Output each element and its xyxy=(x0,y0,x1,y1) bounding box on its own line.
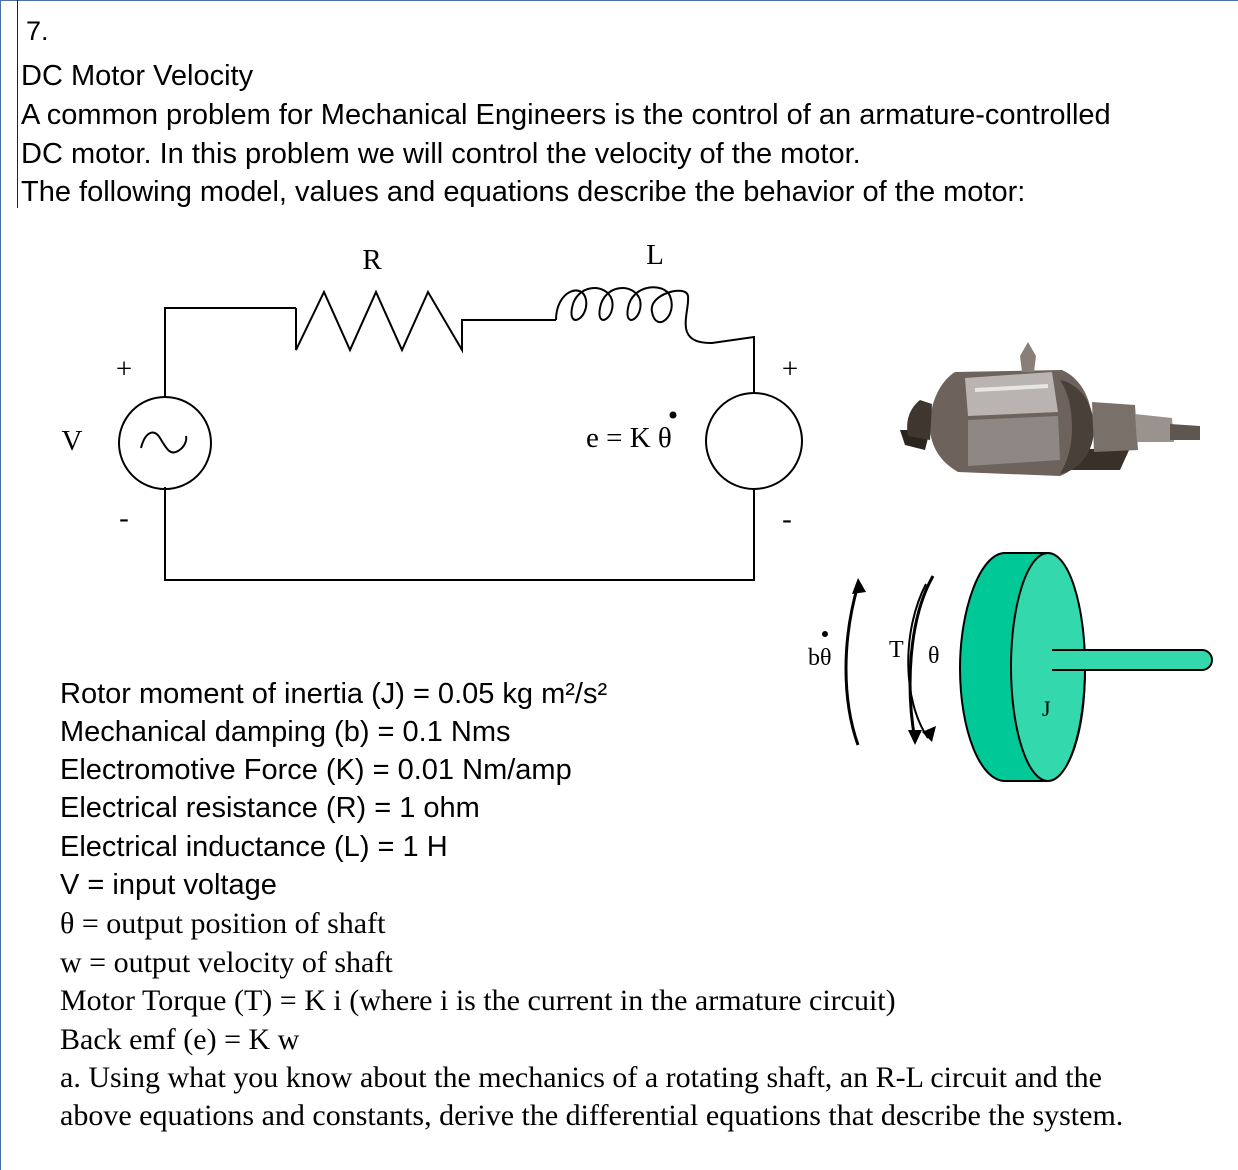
left-divider xyxy=(17,0,18,208)
question-number: 7. xyxy=(26,16,49,46)
param-damping: Mechanical damping (b) = 0.1 Nms xyxy=(60,716,511,748)
def-torque: Motor Torque (T) = K i (where i is the c… xyxy=(60,984,896,1017)
voltage-source xyxy=(118,396,212,490)
wire-top-left xyxy=(164,307,296,398)
motor-photo xyxy=(900,342,1200,476)
rotor-labels: bθ T θ J xyxy=(808,637,1051,721)
emf-theta-dot xyxy=(669,411,677,419)
rotor-diagram xyxy=(844,552,1213,782)
param-voltage: V = input voltage xyxy=(60,869,277,901)
circuit-diagram xyxy=(118,286,803,581)
motor-emf-circle xyxy=(705,392,803,490)
param-inductance: Electrical inductance (L) = 1 H xyxy=(60,831,448,863)
theta-label: θ xyxy=(928,643,940,669)
task-line-1: a. Using what you know about the mechani… xyxy=(60,1061,1102,1094)
voltage-label: V xyxy=(62,425,83,457)
inductor-label: L xyxy=(646,239,664,271)
plus-right: + xyxy=(782,353,798,385)
task-line-2: above equations and constants, derive th… xyxy=(60,1099,1124,1132)
damping-theta-dot xyxy=(822,631,828,637)
intro-line-3: The following model, values and equation… xyxy=(21,176,1026,208)
question-title: DC Motor Velocity xyxy=(21,60,254,92)
circuit-labels: R L V + - + - e = K θ xyxy=(62,239,799,535)
intro-line-1: A common problem for Mechanical Engineer… xyxy=(21,99,1111,131)
param-resistance: Electrical resistance (R) = 1 ohm xyxy=(60,792,480,824)
minus-right: - xyxy=(782,503,792,535)
emf-equation: e = K θ xyxy=(586,422,672,454)
plus-left: + xyxy=(116,353,132,385)
torque-label: T xyxy=(889,637,904,663)
param-inertia: Rotor moment of inertia (J) = 0.05 kg m²… xyxy=(60,678,608,710)
damping-label: bθ xyxy=(808,645,832,671)
param-emf: Electromotive Force (K) = 0.01 Nm/amp xyxy=(60,754,572,786)
inductor-symbol xyxy=(555,286,755,392)
def-back-emf: Back emf (e) = K w xyxy=(60,1023,300,1056)
def-w: w = output velocity of shaft xyxy=(60,946,393,979)
def-theta: θ = output position of shaft xyxy=(60,907,386,940)
intro-line-2: DC motor. In this problem we will contro… xyxy=(21,138,861,170)
resistor-label: R xyxy=(362,244,382,276)
wire-bottom xyxy=(164,487,755,581)
minus-left: - xyxy=(119,502,129,534)
ac-tilde xyxy=(140,431,188,454)
inertia-label: J xyxy=(1042,696,1051,721)
resistor-symbol xyxy=(295,289,556,354)
